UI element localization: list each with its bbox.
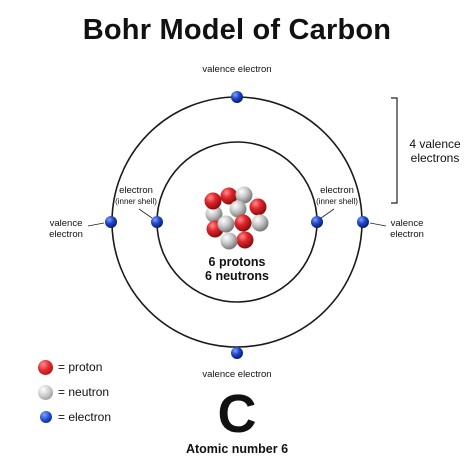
neutron-particle [205,205,223,223]
label-inner-right: electron (inner shell) [309,185,365,206]
electron-inner-left [151,216,163,228]
neutron-particle [220,232,238,250]
proton-particle [249,198,267,216]
proton-particle [220,187,238,205]
proton-particle [204,192,222,210]
label-inner-left-sub: (inner shell) [115,196,157,206]
leader-line-inner-left [138,208,153,219]
label-valence-count: 4 valence electrons [409,137,461,165]
electron-valence-top [231,91,243,103]
label-valence-bottom: valence electron [202,369,272,380]
nucleus-caption: 6 protons 6 neutrons [177,255,297,284]
label-valence-right: valence electron [390,218,424,240]
legend-label-neutron: = neutron [58,385,110,399]
valence-bracket [391,97,398,204]
protons-count-text: 6 protons [208,255,266,269]
leader-line-inner-right [320,208,335,219]
label-inner-right-sub: (inner shell) [316,196,358,206]
label-inner-left: electron (inner shell) [108,185,164,206]
leader-line-valence-left [87,222,105,227]
legend-label-proton: = proton [58,360,103,374]
label-inner-left-main: electron [119,185,153,196]
neutron-particle [229,200,247,218]
leader-line-valence-right [369,222,387,227]
neutrons-count-text: 6 neutrons [205,269,269,284]
electron-valence-bottom [231,347,243,359]
nucleus-cluster [204,186,269,250]
proton-particle [234,214,252,232]
electron-valence-right [357,216,369,228]
legend-item-neutron: = neutron [38,382,109,402]
label-valence-left: valence electron [49,218,83,240]
neutron-particle [251,214,269,232]
legend-item-proton: = proton [38,357,102,377]
diagram-title: Bohr Model of Carbon [82,14,392,46]
proton-particle [236,231,254,249]
electron-valence-left [105,216,117,228]
neutron-particle [217,215,235,233]
neutron-icon [38,384,53,400]
label-inner-right-main: electron [320,185,354,196]
legend-label-electron: = electron [58,410,112,424]
electron-icon [40,411,52,423]
legend-item-electron: = electron [38,407,111,427]
label-valence-top: valence electron [202,64,272,75]
element-symbol: C [217,384,257,444]
proton-icon [38,359,53,375]
atomic-number-text: Atomic number 6 [185,442,289,456]
neutron-particle [235,186,253,204]
electron-inner-right [311,216,323,228]
